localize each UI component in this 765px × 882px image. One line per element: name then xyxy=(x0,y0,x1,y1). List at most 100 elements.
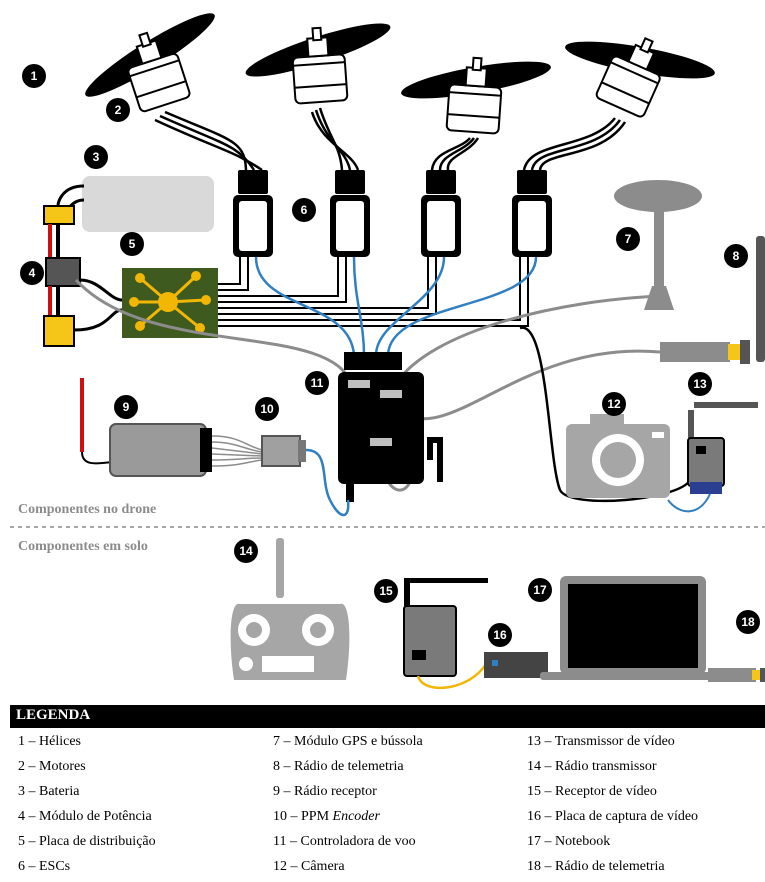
legend-title: LEGENDA xyxy=(16,707,90,724)
legend-item-number: 3 – xyxy=(18,784,36,799)
badge-7: 7 xyxy=(616,227,640,251)
badge-11: 11 xyxy=(305,371,329,395)
badge-label: 4 xyxy=(29,266,36,280)
telemetry-radio-drone xyxy=(660,236,765,364)
badge-8: 8 xyxy=(724,244,748,268)
legend-item-label: Hélices xyxy=(39,734,81,749)
legend-item-label: Placa de captura de vídeo xyxy=(555,809,698,824)
legend-item-number: 18 – xyxy=(527,859,552,874)
badge-label: 16 xyxy=(493,628,507,642)
badge-13: 13 xyxy=(688,372,712,396)
badge-18: 18 xyxy=(736,610,760,634)
legend-item-label: Notebook xyxy=(555,834,610,849)
motor-wires xyxy=(155,108,625,170)
legend-item: 3 – Bateria xyxy=(18,782,156,807)
badge-5: 5 xyxy=(120,232,144,256)
badge-label: 5 xyxy=(129,237,136,251)
badge-label: 6 xyxy=(301,203,308,217)
badge-17: 17 xyxy=(528,578,552,602)
legend-item: 2 – Motores xyxy=(18,757,156,782)
legend-item-label: Bateria xyxy=(39,784,79,799)
badge-9: 9 xyxy=(114,395,138,419)
legend-item-number: 6 – xyxy=(18,859,36,874)
legend-item-number: 15 – xyxy=(527,784,552,799)
badge-label: 12 xyxy=(607,397,621,411)
badge-label: 1 xyxy=(31,69,38,83)
badge-label: 15 xyxy=(379,584,393,598)
legend-item: 17 – Notebook xyxy=(527,832,698,857)
badge-16: 16 xyxy=(488,623,512,647)
esc-connectors xyxy=(238,170,547,194)
video-transmitter xyxy=(668,402,758,511)
legend-item-label: Módulo de Potência xyxy=(39,809,152,824)
legend-item-number: 16 – xyxy=(527,809,552,824)
badge-10: 10 xyxy=(255,397,279,421)
esc-1 xyxy=(233,195,273,257)
legend-item-label: Câmera xyxy=(301,859,345,874)
badge-2: 2 xyxy=(106,98,130,122)
legend-item: 5 – Placa de distribuição xyxy=(18,832,156,857)
legend-item-number: 9 – xyxy=(273,784,291,799)
flight-controller xyxy=(338,352,440,502)
legend-item-number: 10 – xyxy=(273,809,298,824)
badge-label: 7 xyxy=(625,232,632,246)
legend-item: 4 – Módulo de Potência xyxy=(18,807,156,832)
badge-label: 2 xyxy=(115,103,122,117)
badge-14: 14 xyxy=(234,539,258,563)
legend-item: 14 – Rádio transmissor xyxy=(527,757,698,782)
esc-2 xyxy=(330,195,370,257)
legend-item-label-italic: Encoder xyxy=(333,809,380,824)
legend-item-label: Módulo GPS e bússola xyxy=(294,734,423,749)
legend-item: 1 – Hélices xyxy=(18,732,156,757)
legend-item-label: Rádio de telemetria xyxy=(555,859,665,874)
legend-item-label: Rádio transmissor xyxy=(555,759,657,774)
legend-column-2: 7 – Módulo GPS e bússola8 – Rádio de tel… xyxy=(273,732,423,882)
legend-header: LEGENDA xyxy=(10,705,765,728)
badge-12: 12 xyxy=(602,392,626,416)
legend-item-label: Rádio de telemetria xyxy=(294,759,404,774)
legend-item-label: Controladora de voo xyxy=(300,834,415,849)
notebook xyxy=(540,576,714,680)
battery xyxy=(82,176,214,232)
legend-item-label: PPM xyxy=(301,809,329,824)
legend-item: 18 – Rádio de telemetria xyxy=(527,857,698,882)
legend-item-number: 4 – xyxy=(18,809,36,824)
power-lines xyxy=(218,257,528,326)
rc-receiver xyxy=(82,378,262,476)
badge-1: 1 xyxy=(22,64,46,88)
legend-item: 11 – Controladora de voo xyxy=(273,832,423,857)
legend-item-label: ESCs xyxy=(39,859,70,874)
ppm-encoder xyxy=(262,436,348,515)
propeller-motor-4 xyxy=(549,0,723,138)
legend-item-label: Rádio receptor xyxy=(294,784,377,799)
badge-label: 14 xyxy=(239,544,253,558)
legend-item-number: 17 – xyxy=(527,834,552,849)
propeller-motor-2 xyxy=(239,14,398,108)
legend-item-number: 2 – xyxy=(18,759,36,774)
badge-4: 4 xyxy=(20,261,44,285)
badge-label: 11 xyxy=(311,376,324,390)
signal-cables xyxy=(256,257,536,355)
legend-item: 6 – ESCs xyxy=(18,857,156,882)
legend-item-number: 14 – xyxy=(527,759,552,774)
badge-label: 9 xyxy=(123,400,130,414)
badge-6: 6 xyxy=(292,198,316,222)
legend-item: 12 – Câmera xyxy=(273,857,423,882)
legend-item: 7 – Módulo GPS e bússola xyxy=(273,732,423,757)
badge-label: 17 xyxy=(533,583,547,597)
legend-item: 16 – Placa de captura de vídeo xyxy=(527,807,698,832)
legend-item-number: 1 – xyxy=(18,734,36,749)
legend-item: 9 – Rádio receptor xyxy=(273,782,423,807)
badge-label: 13 xyxy=(693,377,707,391)
badge-3: 3 xyxy=(84,145,108,169)
esc-4 xyxy=(512,195,552,257)
telemetry-radio-ground xyxy=(708,668,765,682)
section-ground: Componentes em solo xyxy=(18,539,148,555)
legend-item-number: 5 – xyxy=(18,834,36,849)
legend-item-number: 12 – xyxy=(273,859,298,874)
propeller-motor-3 xyxy=(396,44,555,138)
legend-item-label: Motores xyxy=(39,759,86,774)
legend-item-label: Transmissor de vídeo xyxy=(555,734,675,749)
badge-label: 18 xyxy=(741,615,755,629)
